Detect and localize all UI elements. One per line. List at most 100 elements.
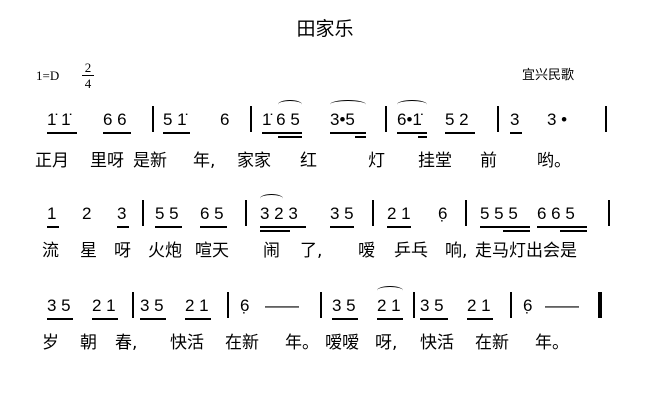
barline: [465, 200, 467, 226]
barline: [152, 106, 154, 132]
underline: [117, 226, 129, 228]
lyric: 快活: [420, 333, 454, 353]
double-underline: [278, 136, 302, 138]
barline: [320, 292, 322, 318]
song-source: 宜兴民歌: [522, 68, 575, 83]
underline: [47, 226, 59, 228]
note-group: 3 5: [420, 296, 444, 315]
note-group: 2: [82, 204, 92, 223]
song-title: 田家乐: [296, 18, 354, 40]
note-group: 3: [117, 204, 127, 223]
underline: [510, 132, 522, 134]
double-underline: [502, 230, 530, 232]
note-group: 3 5: [140, 296, 164, 315]
lyric: 响,: [445, 241, 468, 261]
slur: [377, 286, 403, 295]
underline: [332, 318, 358, 320]
note-group: 2 1: [387, 204, 411, 223]
barline: [250, 106, 252, 132]
lyric: 春,: [115, 333, 138, 353]
note-group: 3 5: [330, 204, 354, 223]
lyric: 哟。: [537, 151, 571, 171]
time-signature: 2 4: [82, 60, 94, 91]
lyric: 里呀: [90, 151, 124, 171]
note-group: 3 5: [332, 296, 356, 315]
lyric: 是新: [133, 151, 167, 171]
lyric: 年,: [193, 151, 216, 171]
slur: [278, 100, 302, 109]
lyric: 呀: [114, 241, 131, 261]
underline: [377, 318, 403, 320]
underline: [163, 132, 190, 134]
underline: [445, 132, 475, 134]
lyric: 在新: [225, 333, 259, 353]
double-underline: [355, 136, 366, 138]
note-group: 2 1: [185, 296, 209, 315]
note-group: 6̣: [438, 204, 448, 223]
lyric: 朝: [80, 333, 97, 353]
underline: [260, 226, 306, 228]
lyric: 灯: [368, 151, 385, 171]
lyric: 岁: [42, 333, 59, 353]
slur: [260, 194, 283, 203]
note-group: 3 •: [547, 110, 568, 129]
lyric: 星: [80, 241, 97, 261]
note-group: 1̇ 6 5: [262, 110, 300, 129]
barline: [608, 200, 610, 226]
note-group: ——: [545, 296, 579, 315]
note-group: 6 6 5: [537, 204, 575, 223]
lyric: 火炮: [148, 241, 182, 261]
slur: [330, 100, 366, 109]
note-group: 3: [510, 110, 520, 129]
lyric: 走马灯出会是: [475, 241, 577, 261]
note-group: 5 5 5: [480, 204, 518, 223]
underline: [200, 226, 227, 228]
underline: [262, 132, 302, 134]
lyric: 嗳: [358, 241, 375, 261]
underline: [420, 318, 448, 320]
underline: [330, 226, 354, 228]
note-group: 6̣: [240, 296, 250, 315]
note-group: 5 5: [155, 204, 179, 223]
note-group: 5 1̇: [163, 110, 187, 129]
underline: [47, 132, 77, 134]
note-group: 6 5: [200, 204, 224, 223]
note-group: 6: [220, 110, 230, 129]
note-group: 1̇ 1̇: [47, 110, 71, 129]
barline: [142, 200, 144, 226]
lyric: 年。: [285, 333, 319, 353]
underline: [92, 318, 118, 320]
lyric: 流: [42, 241, 59, 261]
barline: [227, 292, 229, 318]
key-signature: 1=D: [36, 68, 60, 83]
lyric: 正月: [35, 151, 69, 171]
note-group: 2 1: [377, 296, 401, 315]
note-group: 6̣: [523, 296, 533, 315]
double-underline: [260, 230, 290, 232]
lyric: 喧天: [195, 241, 229, 261]
note-group: 6 6: [103, 110, 127, 129]
underline: [330, 132, 366, 134]
barline: [510, 292, 512, 318]
barline: [497, 106, 499, 132]
lyric: 挂堂: [418, 151, 452, 171]
note-group: 3•5: [330, 110, 355, 129]
underline: [480, 226, 530, 228]
underline: [387, 226, 411, 228]
note-group: 1: [47, 204, 57, 223]
note-group: ——: [265, 296, 299, 315]
underline: [155, 226, 182, 228]
lyric: 快活: [170, 333, 204, 353]
note-group: 6•1̇: [397, 110, 422, 129]
time-numerator: 2: [82, 60, 94, 76]
note-group: 2 1: [467, 296, 491, 315]
lyric: 乒乓: [394, 241, 428, 261]
underline: [140, 318, 166, 320]
barline: [132, 292, 134, 318]
barline: [372, 200, 374, 226]
lyric: 嗳嗳: [325, 333, 359, 353]
lyric: 家家: [237, 151, 271, 171]
lyric: 在新: [475, 333, 509, 353]
underline: [185, 318, 211, 320]
